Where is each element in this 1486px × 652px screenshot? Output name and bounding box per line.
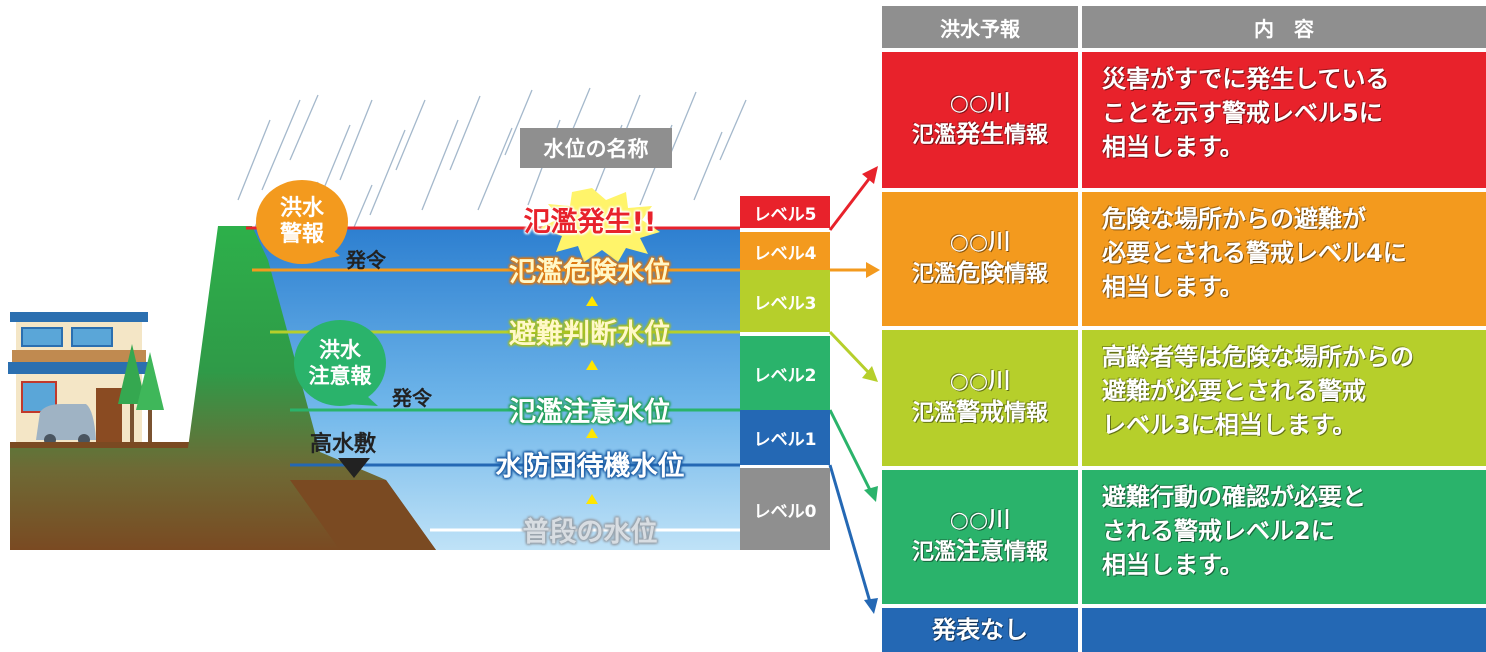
forecast-content-3: 高齢者等は危険な場所からの 避難が必要とされる警戒 レベル3に相当します。 [1082,330,1486,466]
level-badge-1: レベル1 [740,410,830,465]
level-badge-5: レベル5 [740,196,830,228]
forecast-name-2: ○○川 氾濫危険情報 [882,192,1078,326]
connector-arrows [828,166,880,614]
water-level-name-2: 避難判断水位 [509,319,671,350]
forecast-none: 発表なし [882,608,1078,652]
forecast-name-3: ○○川 氾濫警戒情報 [882,330,1078,466]
water-level-name-4: 水防団待機水位 [495,451,685,482]
house-icon [8,312,150,446]
high-water-bed-label: 高水敷 [310,432,377,457]
triangle-marker-icon [338,458,370,478]
forecast-name-1: ○○川 氾濫発生情報 [882,52,1078,188]
issued-label-advisory: 発令 [392,386,432,410]
forecast-none-content [1082,608,1486,652]
flood-advisory-bubble: 洪水 注意報 [294,320,386,406]
tree-icon [118,344,164,442]
forecast-content-4: 避難行動の確認が必要と される警戒レベル2に 相当します。 [1082,470,1486,604]
issued-label-warning: 発令 [346,248,386,272]
water-level-name-0: 氾濫発生!! [523,207,657,238]
water-level-name-5: 普段の水位 [522,517,658,548]
level-badge-3: レベル3 [740,270,830,332]
water-level-name-3: 氾濫注意水位 [509,397,671,428]
burst-icon [540,188,660,262]
high-water-bed [290,480,436,550]
diagram-title: 水位の名称 [520,128,672,168]
up-arrows [586,296,598,504]
forecast-content-1: 災害がすでに発生している ことを示す警戒レベル5に 相当します。 [1082,52,1486,188]
header-content: 内 容 [1082,6,1486,48]
level-badge-0: レベル0 [740,468,830,550]
level-badge-4: レベル4 [740,232,830,270]
levee [10,226,436,550]
water-level-name-1: 氾濫危険水位 [509,257,671,288]
forecast-content-2: 危険な場所からの避難が 必要とされる警戒レベル4に 相当します。 [1082,192,1486,326]
forecast-name-4: ○○川 氾濫注意情報 [882,470,1078,604]
flood-warning-bubble: 洪水 警報 [256,180,348,264]
level-badge-2: レベル2 [740,336,830,410]
header-forecast: 洪水予報 [882,6,1078,48]
